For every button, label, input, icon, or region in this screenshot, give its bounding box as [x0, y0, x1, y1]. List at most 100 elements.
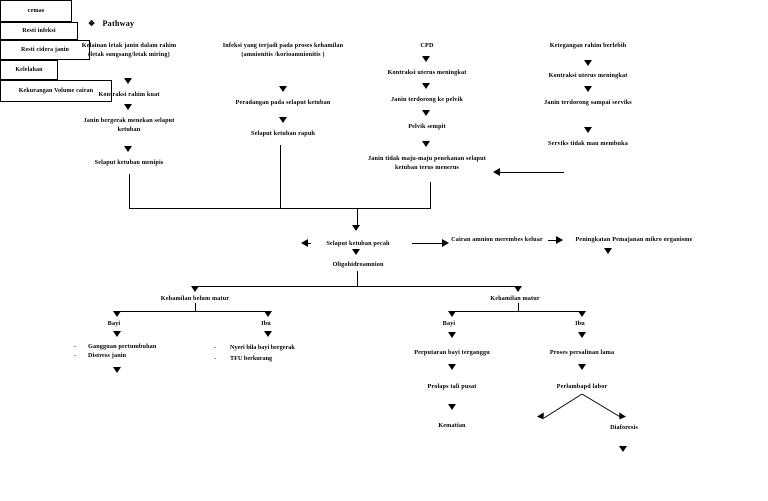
- arrow-serviks-to-janin-icon: [493, 168, 500, 176]
- node-col1-ketuban-menipis: Selaput ketuban menipis: [94, 159, 164, 166]
- arrow-right-ibu-to-effect-icon: [578, 332, 586, 338]
- node-kehamilan-belum-matur: Kehamilan belum matur: [160, 295, 230, 302]
- arrow-pemajanan-to-resti-icon: [604, 248, 612, 254]
- connector-col2-drop: [280, 145, 281, 208]
- list-item: - Nyeri bila bayi bergerak: [214, 343, 295, 354]
- arrow-col4-1-icon: [584, 60, 592, 66]
- list-item: - TFU berkurang: [214, 354, 295, 365]
- arrow-col3-3-icon: [422, 110, 430, 116]
- arrow-left-ibu-icon: [264, 311, 272, 317]
- arrow-col1-1-icon: [124, 78, 132, 84]
- node-kekurangan-volume-label: Kekurangan Volume cairan: [18, 87, 94, 94]
- arrow-pecah-to-cairan-icon: [442, 239, 449, 247]
- connector-belum-matur-bus: [118, 311, 269, 312]
- node-perlambapd-labor: Perlambapd labor: [556, 383, 608, 390]
- arrow-pecah-to-oligo-icon: [352, 249, 360, 255]
- node-resti-cidera-janin-label: Resti cidera janin: [20, 46, 70, 53]
- connector-matur-bus: [453, 311, 583, 312]
- node-col3-janin-tidak-maju: Janin tidak maju-maju penekanan selaput …: [368, 155, 486, 171]
- arrow-cairan-to-pemajanan-icon: [556, 236, 563, 244]
- node-proses-persalinan-lama: Proses persalinan lama: [549, 349, 615, 356]
- list-left-ibu-symptoms: - Nyeri bila bayi bergerak - TFU berkurang: [214, 343, 295, 364]
- node-col2-infeksi-kehamilan: Infeksi yang terjadi pada proses kehamil…: [222, 42, 344, 58]
- connector-col3-drop: [430, 182, 431, 208]
- node-kematian: Kematian: [438, 422, 466, 429]
- arrow-to-prolaps-icon: [448, 364, 456, 370]
- connector-bus-to-pecah: [357, 208, 358, 225]
- node-right-ibu: Ibu: [575, 320, 585, 327]
- node-col1-janin-bergerak: Janin bergerak menekan selaput ketuban: [83, 117, 175, 133]
- dash-marker-2: -: [74, 353, 76, 359]
- arrow-col1-3-icon: [124, 146, 132, 152]
- box-kekurangan-volume-cairan: Kekurangan Volume cairan: [0, 80, 112, 102]
- node-col2-ketuban-rapuh: Selaput ketuban rapuh: [250, 130, 316, 137]
- arrow-col2-1-icon: [279, 86, 287, 92]
- node-perputaran-bayi-terganggu: Perputaran bayi terganggu: [414, 349, 490, 356]
- node-col3-kontraksi-uterus: Kontraksi uterus meningkat: [387, 69, 467, 76]
- arrow-to-kekurangan-volume-icon: [619, 446, 627, 452]
- box-resti-cidera-janin: Resti cidera janin: [0, 40, 90, 60]
- node-gangguan-pertumbuhan: Gangguan pertumbuhan: [88, 343, 157, 350]
- node-col4-kontraksi-uterus: Kontraksi uterus meningkat: [548, 72, 628, 79]
- connector-spacer-a: [310, 243, 311, 244]
- node-distress-janin: Distress janin: [88, 352, 127, 359]
- connector-oligo-split-bus: [196, 286, 519, 287]
- arrow-col3-4-icon: [422, 141, 430, 147]
- connector-col1-drop: [129, 174, 130, 208]
- arrow-to-belum-matur-icon: [191, 286, 199, 292]
- node-peningkatan-pemajanan: Peningkatan Pemajanan mikro organisme: [575, 236, 693, 243]
- node-col2-peradangan-selaput: Peradangan pada selaput ketuban: [235, 99, 331, 106]
- node-col4-janin-terdorong-serviks: Janin terdorong sampai serviks: [544, 99, 632, 106]
- node-left-bayi: Bayi: [107, 320, 121, 327]
- connector-convergence-bus: [129, 208, 431, 209]
- connector-matur-drop: [518, 303, 519, 311]
- connector-cairan-to-pemajanan: [548, 240, 562, 241]
- node-right-bayi: Bayi: [442, 320, 456, 327]
- arrow-col2-2-icon: [279, 117, 287, 123]
- node-col1-kontraksi-rahim-kuat: Kontraksi rahim kuat: [98, 91, 160, 98]
- connector-pecah-to-cairan: [412, 243, 442, 244]
- arrow-to-resti-cidera-icon: [113, 367, 121, 373]
- bullet-dash-icon: -: [214, 354, 217, 362]
- node-col3-cpd: CPD: [420, 42, 434, 49]
- node-prolaps-tali-pusat: Prolaps tali pusat: [427, 383, 477, 390]
- connector-serviks-to-janin: [500, 172, 564, 173]
- arrow-col4-3-icon: [584, 127, 592, 133]
- node-col1-kelainan-letak: Kelainan letak janin dalam rahim (letak …: [81, 42, 177, 58]
- arrow-bus-to-pecah-icon: [352, 225, 360, 231]
- connector-oligo-drop: [357, 271, 358, 286]
- node-kehamilan-matur: Kehamilan matur: [490, 295, 540, 302]
- node-left-ibu: Ibu: [261, 320, 271, 327]
- arrow-right-ibu-icon: [578, 311, 586, 317]
- arrow-col3-2-icon: [422, 83, 430, 89]
- node-diaforesis: Diaforesis: [610, 424, 638, 431]
- arrow-right-bayi-icon: [448, 311, 456, 317]
- bullet-dash-icon: -: [214, 344, 217, 351]
- page-title: ❖Pathway: [88, 19, 134, 28]
- node-cairan-amnion-merembes: Cairan amnion merembes keluar: [451, 236, 543, 243]
- arrow-left-bayi-icon: [113, 311, 121, 317]
- connector-belum-matur-drop: [195, 303, 196, 311]
- page-title-text: Pathway: [102, 19, 135, 28]
- node-col3-janin-terdorong: Janin terdorong ke pelvik: [391, 96, 463, 103]
- arrow-to-perlambapd-icon: [578, 364, 586, 370]
- arrow-col3-1-icon: [422, 56, 430, 62]
- node-kelelahan-label: Kelelahan: [15, 66, 43, 73]
- node-col4-ketegangan-rahim: Ketegangan rahim berlebih: [549, 42, 627, 49]
- list-item-label-1: TFU berkurang: [230, 354, 273, 362]
- node-resti-infeksi-label: Resti infeksi: [22, 27, 56, 34]
- arrow-pecah-to-cemas-icon: [301, 239, 308, 247]
- arrow-left-ibu-to-effect-icon: [264, 331, 272, 337]
- node-col4-serviks-tidak-membuka: Serviks tidak mau membuka: [548, 140, 628, 147]
- arrow-to-kematian-icon: [448, 404, 456, 410]
- node-oligohidroamnion: Oligohidroamnion: [332, 261, 384, 268]
- box-kelelahan: Kelelahan: [0, 60, 58, 80]
- list-item-label-0: Nyeri bila bayi bergerak: [230, 344, 295, 351]
- node-col3-pelvik-sempit: Pelvik sempit: [408, 123, 446, 130]
- box-cemas: cemas: [0, 0, 72, 22]
- arrow-left-bayi-to-effect-icon: [113, 331, 121, 337]
- arrow-col1-2-icon: [124, 104, 132, 110]
- arrow-to-matur-icon: [514, 286, 522, 292]
